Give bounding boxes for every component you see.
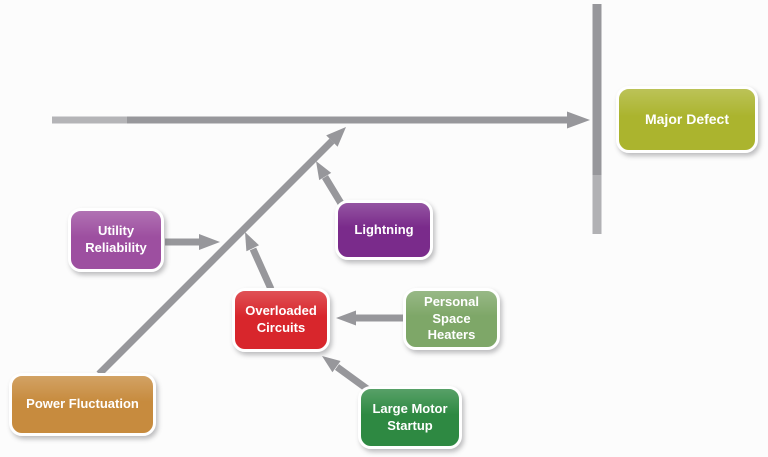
spine-arrow	[52, 111, 590, 129]
vertical-head-line	[592, 4, 602, 234]
node-label: Personal Space Heaters	[424, 293, 479, 343]
power-fluctuation-branch-arrow	[96, 127, 346, 377]
overloaded-circuits-arrow	[245, 232, 275, 291]
node-large-motor-startup: Large Motor Startup	[358, 386, 462, 449]
utility-reliability-arrow	[165, 234, 220, 250]
node-lightning: Lightning	[335, 200, 433, 260]
node-personal-space-heaters: Personal Space Heaters	[403, 288, 500, 350]
node-label: Utility Reliability	[85, 223, 147, 255]
lightning-arrow	[316, 161, 345, 207]
node-utility-reliability: Utility Reliability	[68, 208, 164, 272]
node-label: Lightning	[354, 221, 414, 237]
node-power-fluctuation: Power Fluctuation	[9, 373, 156, 436]
node-overloaded-circuits: Overloaded Circuits	[232, 288, 330, 352]
node-major-defect: Major Defect	[616, 86, 758, 153]
node-label: Large Motor Startup	[372, 400, 448, 433]
node-label: Major Defect	[644, 111, 730, 128]
large-motor-startup-arrow	[322, 356, 373, 394]
personal-space-heaters-arrow	[336, 310, 403, 326]
node-label: Overloaded Circuits	[245, 303, 317, 335]
node-label: Power Fluctuation	[26, 396, 139, 412]
